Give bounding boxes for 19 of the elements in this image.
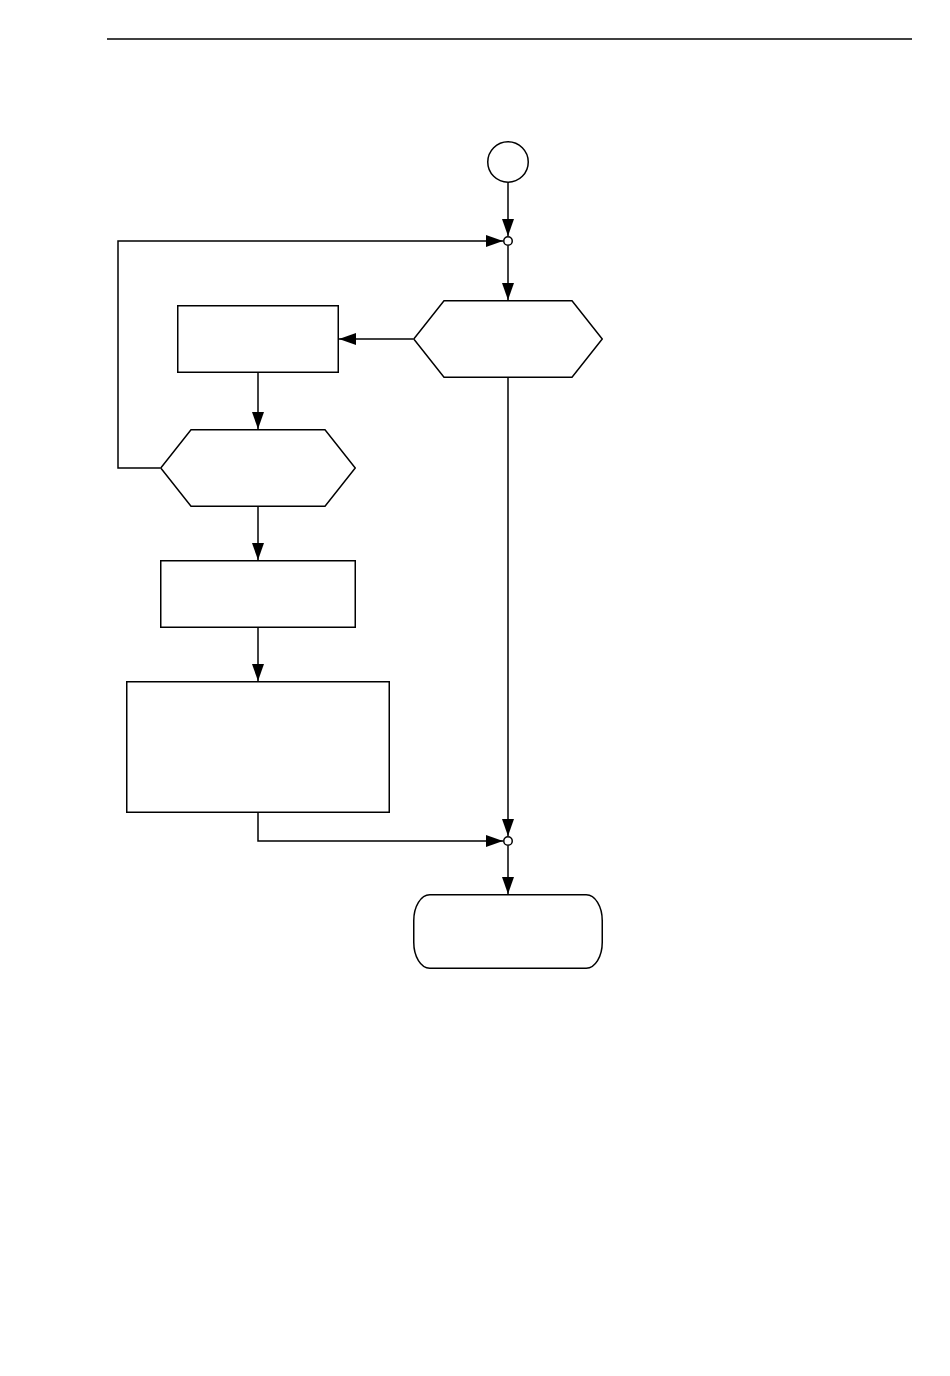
arrow	[338, 333, 414, 345]
arrow	[502, 845, 514, 895]
junction-circle	[503, 836, 513, 846]
process-box	[160, 560, 356, 628]
process-box	[126, 681, 390, 813]
start-circle	[487, 141, 529, 183]
arrow	[252, 627, 264, 682]
arrow	[252, 506, 264, 561]
decision-hexagon	[160, 429, 356, 507]
terminal-box	[413, 894, 603, 969]
decision-hexagon	[413, 300, 603, 378]
junction-circle	[503, 236, 513, 246]
arrow	[257, 812, 504, 847]
arrow	[252, 372, 264, 430]
arrow	[502, 182, 514, 237]
process-box	[177, 305, 339, 373]
arrow	[117, 235, 504, 469]
arrow	[502, 245, 514, 301]
arrow	[502, 377, 514, 837]
